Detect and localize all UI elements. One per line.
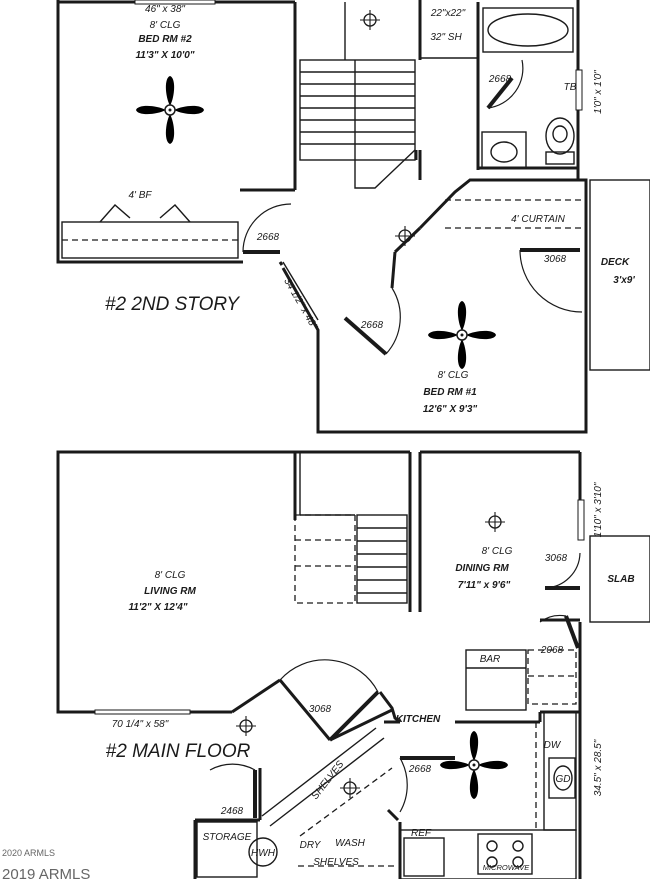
ceiling-light-entry-icon	[235, 715, 257, 737]
upper-floor-title: #2 2ND STORY	[105, 294, 240, 315]
ceiling-light-hall-icon	[394, 225, 416, 247]
upper-floor: 46" x 38" 8' CLG BED RM #2 11'3" X 10'0"…	[56, 0, 650, 434]
ref-label: REF	[411, 828, 432, 839]
slab-label: SLAB	[607, 574, 634, 585]
shelves-area	[261, 727, 393, 837]
living-name-label: LIVING RM	[144, 586, 196, 597]
window-bath-label: 1'0" x 1'0"	[593, 70, 604, 114]
deck-area	[589, 179, 650, 371]
hwh-label: HWH	[251, 848, 276, 859]
upper-exterior-wall	[56, 0, 243, 264]
door-bar-label: 2068	[540, 645, 564, 656]
slab-area	[589, 535, 650, 623]
door-bed2-label: 2668	[256, 232, 280, 243]
living-size-label: 11'2" X 12'4"	[128, 602, 187, 613]
curtain-label: 4' CURTAIN	[511, 214, 566, 225]
microwave-label: MICROWAVE	[483, 863, 531, 872]
bed1-size-label: 12'6" X 9'3"	[423, 404, 478, 415]
dw-label: DW	[544, 740, 562, 751]
door-bath-label: 2668	[488, 74, 512, 85]
watermark-2019: 2019 ARMLS	[2, 866, 90, 879]
bed1-name-label: BED RM #1	[423, 387, 477, 398]
living-ceiling-label: 8' CLG	[155, 570, 186, 581]
bed1-ceiling-label: 8' CLG	[438, 370, 469, 381]
lower-stairs	[294, 514, 408, 604]
opening-label: 34 1/2" x 48"	[281, 276, 319, 331]
kitchen-label: KITCHEN	[396, 714, 441, 725]
door-storage-label: 2468	[220, 806, 244, 817]
door-deck-label: 3068	[544, 254, 567, 265]
lower-doors	[209, 552, 581, 818]
window-living-label: 70 1/4" x 58"	[112, 719, 169, 730]
wash-label: WASH	[335, 838, 366, 849]
door-slab-label: 3068	[545, 553, 568, 564]
dining-ceiling-label: 8' CLG	[482, 546, 513, 557]
dry-label: DRY	[300, 840, 322, 851]
ceiling-fan-bed2-icon	[135, 75, 205, 145]
ceiling-light-dining-icon	[484, 511, 506, 533]
lower-exterior-wall	[56, 450, 297, 714]
watermark-2020: 2020 ARMLS	[2, 848, 55, 858]
toilet	[545, 117, 575, 165]
bed2-size-label: 11'3" X 10'0"	[135, 50, 194, 61]
bf-label: 4' BF	[128, 190, 152, 201]
gd-label: GD	[556, 774, 571, 785]
kitchen-counters	[399, 711, 577, 879]
upper-doors	[242, 59, 583, 356]
shower-size-label: 22"x22"	[430, 8, 466, 19]
tb-label: TB	[564, 82, 577, 93]
door-kitchen-label: 2668	[408, 764, 432, 775]
sink	[481, 131, 527, 169]
bar-counter	[465, 649, 527, 711]
dining-size-label: 7'11" x 9'6"	[458, 580, 511, 591]
ceiling-fan-kitchen-icon	[439, 730, 509, 800]
upper-stairs	[299, 59, 416, 189]
ceiling-light-upper-icon	[359, 9, 381, 31]
window-kitchen-label: 34.5" x 28.5"	[593, 739, 604, 796]
lower-floor-title: #2 MAIN FLOOR	[106, 741, 251, 762]
deck-name-label: DECK	[601, 257, 630, 268]
window-bed2-label: 46" x 38"	[145, 4, 185, 15]
door-bed1-label: 2668	[360, 320, 384, 331]
deck-size-label: 3'x9'	[613, 275, 635, 286]
bar-label: BAR	[480, 654, 501, 665]
bed2-ceiling-label: 8' CLG	[150, 20, 181, 31]
window-dining-label: 1'10" x 3'10"	[593, 482, 604, 537]
storage-label: STORAGE	[203, 832, 252, 843]
ceiling-fan-bed1-icon	[427, 300, 497, 370]
bed2-name-label: BED RM #2	[138, 34, 192, 45]
door-entry-label: 3068	[309, 704, 332, 715]
dining-name-label: DINING RM	[455, 563, 509, 574]
lower-floor: 8' CLG LIVING RM 11'2" X 12'4" 70 1/4" x…	[56, 450, 650, 879]
ceiling-light-laundry-icon	[339, 777, 361, 799]
shower-label: 32" SH	[430, 32, 462, 43]
shelves2-label: SHELVES	[313, 857, 359, 868]
bathtub	[482, 7, 574, 53]
